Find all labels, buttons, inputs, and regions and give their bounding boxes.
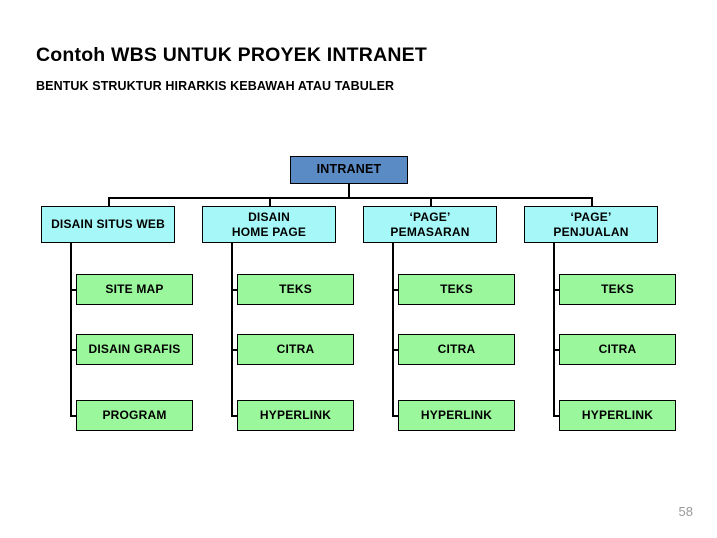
node-col3-teks[interactable]: TEKS [398, 274, 515, 305]
node-page-pemasaran-label-line2: PEMASARAN [390, 224, 470, 239]
node-site-map-label: SITE MAP [105, 282, 164, 296]
node-col2-teks-label: TEKS [279, 282, 312, 296]
node-disain-situs-web[interactable]: DISAIN SITUS WEB [41, 206, 175, 243]
node-col3-hyperlink-label: HYPERLINK [420, 408, 493, 422]
connector-col3-spine [392, 243, 394, 416]
node-col4-citra[interactable]: CITRA [559, 334, 676, 365]
page-number: 58 [678, 504, 693, 519]
connector-col2-spine [231, 243, 233, 416]
node-disain-home-page-label-line2: HOME PAGE [231, 224, 307, 239]
node-root-intranet[interactable]: INTRANET [290, 156, 408, 184]
node-col4-teks-label: TEKS [601, 282, 634, 296]
node-col3-citra[interactable]: CITRA [398, 334, 515, 365]
node-col3-citra-label: CITRA [437, 342, 476, 356]
node-page-penjualan-label-line1: ‘PAGE’ [570, 209, 612, 224]
connector-bus-to-col4 [591, 197, 593, 206]
node-site-map[interactable]: SITE MAP [76, 274, 193, 305]
node-col3-hyperlink[interactable]: HYPERLINK [398, 400, 515, 431]
node-col2-citra[interactable]: CITRA [237, 334, 354, 365]
node-col3-teks-label: TEKS [440, 282, 473, 296]
node-disain-grafis-label: DISAIN GRAFIS [88, 342, 181, 356]
node-disain-home-page[interactable]: DISAIN HOME PAGE [202, 206, 336, 243]
node-root-label: INTRANET [316, 162, 382, 177]
connector-col4-spine [553, 243, 555, 416]
connector-bus-to-col2 [269, 197, 271, 206]
node-page-penjualan-label-line2: PENJUALAN [553, 224, 629, 239]
node-col4-hyperlink[interactable]: HYPERLINK [559, 400, 676, 431]
connector-col1-spine [70, 243, 72, 416]
page-subtitle: BENTUK STRUKTUR HIRARKIS KEBAWAH ATAU TA… [36, 79, 395, 93]
node-col4-teks[interactable]: TEKS [559, 274, 676, 305]
connector-bus-to-col3 [430, 197, 432, 206]
node-page-penjualan[interactable]: ‘PAGE’ PENJUALAN [524, 206, 658, 243]
node-col2-hyperlink-label: HYPERLINK [259, 408, 332, 422]
node-col4-citra-label: CITRA [598, 342, 637, 356]
node-page-pemasaran[interactable]: ‘PAGE’ PEMASARAN [363, 206, 497, 243]
connector-horizontal-bus [108, 197, 591, 199]
node-program-label: PROGRAM [102, 408, 167, 422]
node-disain-home-page-label-line1: DISAIN [248, 209, 290, 224]
node-page-pemasaran-label-line1: ‘PAGE’ [409, 209, 451, 224]
node-disain-grafis[interactable]: DISAIN GRAFIS [76, 334, 193, 365]
node-col2-citra-label: CITRA [276, 342, 315, 356]
connector-root-drop [348, 184, 350, 198]
node-col4-hyperlink-label: HYPERLINK [581, 408, 654, 422]
node-disain-situs-web-label: DISAIN SITUS WEB [51, 217, 165, 231]
node-program[interactable]: PROGRAM [76, 400, 193, 431]
connector-bus-to-col1 [108, 197, 110, 206]
node-col2-hyperlink[interactable]: HYPERLINK [237, 400, 354, 431]
node-col2-teks[interactable]: TEKS [237, 274, 354, 305]
page-title: Contoh WBS UNTUK PROYEK INTRANET [36, 44, 427, 66]
